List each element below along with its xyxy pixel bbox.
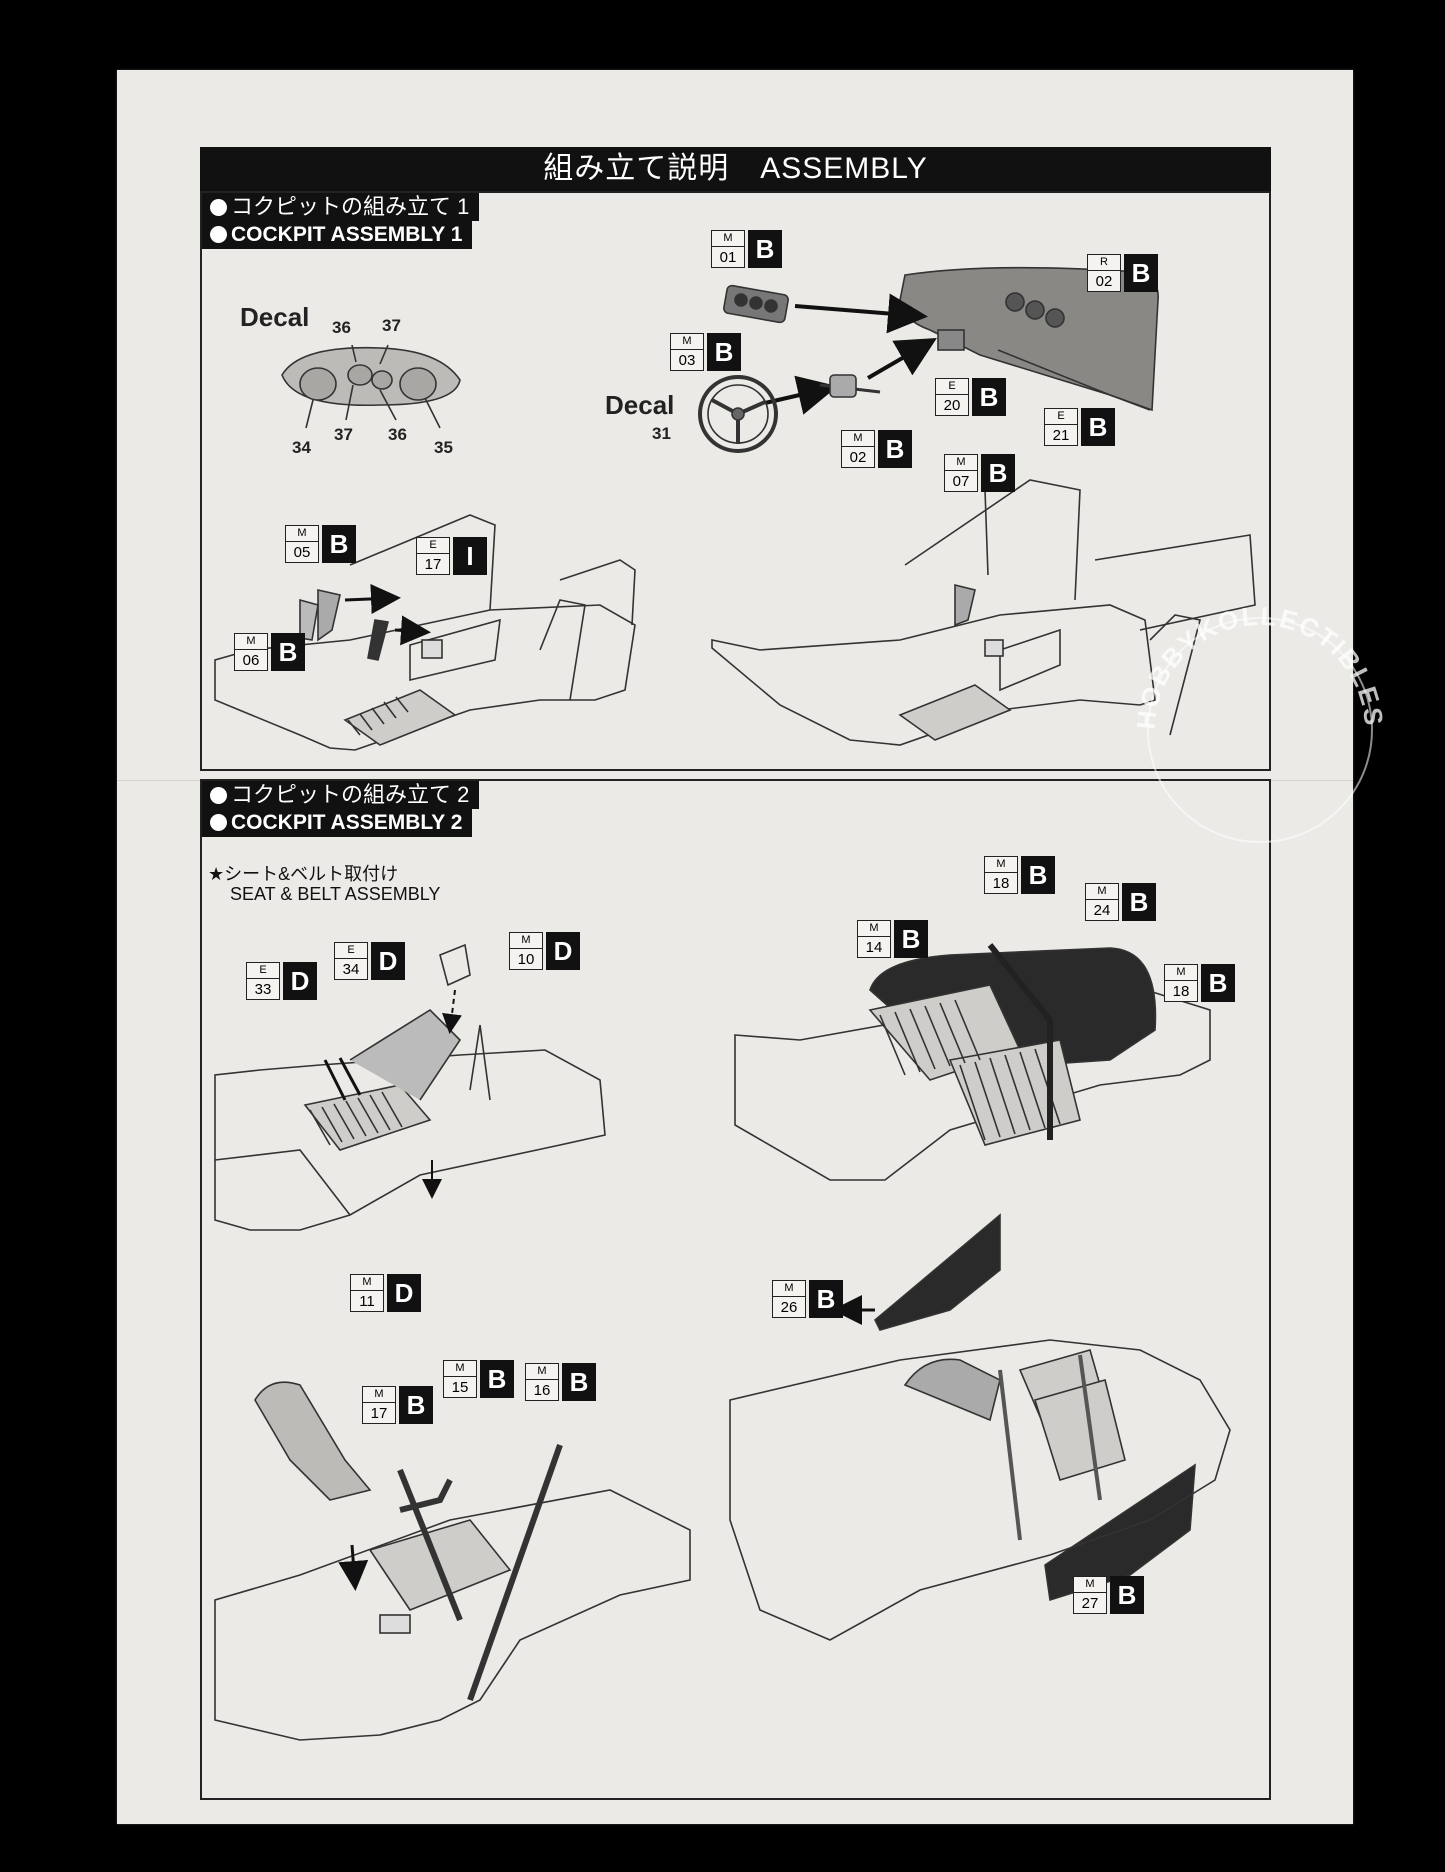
seat-belt-drawing bbox=[214, 943, 606, 1231]
cockpit-tub-drawing-1 bbox=[214, 514, 636, 751]
steering-wheel-drawing bbox=[698, 374, 881, 453]
decal-label: Decal bbox=[240, 302, 310, 332]
decal-number: 37 bbox=[382, 316, 401, 335]
dashboard-drawing bbox=[723, 266, 1159, 412]
cockpit-assembly-1-panel: コクピットの組み立て 1 COCKPIT ASSEMBLY 1 bbox=[200, 191, 1271, 771]
dashboard-install-drawing bbox=[214, 1381, 691, 1741]
seat-belt-note-jp: ★シート&ベルト取付け bbox=[208, 864, 399, 884]
section1-title-jp: コクピットの組み立て 1 bbox=[202, 193, 480, 221]
cockpit-assembly-2-panel: コクピットの組み立て 2 COCKPIT ASSEMBLY 2 bbox=[200, 779, 1271, 1800]
decal-number: 35 bbox=[434, 438, 453, 457]
decal-number: 37 bbox=[334, 425, 353, 444]
steering-decal-label: Decal bbox=[605, 390, 675, 420]
bullet-icon bbox=[210, 199, 227, 216]
section2-title-jp: コクピットの組み立て 2 bbox=[202, 781, 480, 809]
gauge-decal-drawing bbox=[281, 344, 461, 429]
decal-number: 36 bbox=[388, 425, 407, 444]
rollcage-drawing bbox=[734, 943, 1211, 1181]
page-title: 組み立て説明 ASSEMBLY bbox=[200, 147, 1271, 191]
svg-text:HOBBYKOLLECTIBLES: HOBBYKOLLECTIBLES bbox=[1131, 601, 1390, 731]
bullet-icon bbox=[210, 814, 227, 831]
seat-belt-note-en: SEAT & BELT ASSEMBLY bbox=[230, 884, 441, 904]
bullet-icon bbox=[210, 787, 227, 804]
bullet-icon bbox=[210, 226, 227, 243]
cockpit-tub-drawing-2 bbox=[711, 479, 1256, 746]
steering-decal-number: 31 bbox=[652, 424, 671, 443]
section2-title-en: COCKPIT ASSEMBLY 2 bbox=[202, 809, 473, 837]
complete-cockpit-drawing bbox=[729, 1339, 1231, 1641]
watermark-stamp: HOBBYKOLLECTIBLES bbox=[1131, 601, 1390, 843]
decal-number: 34 bbox=[292, 438, 311, 457]
section1-title-en: COCKPIT ASSEMBLY 1 bbox=[202, 221, 473, 249]
door-panel-drawing bbox=[874, 1213, 1196, 1602]
decal-number: 36 bbox=[332, 318, 351, 337]
